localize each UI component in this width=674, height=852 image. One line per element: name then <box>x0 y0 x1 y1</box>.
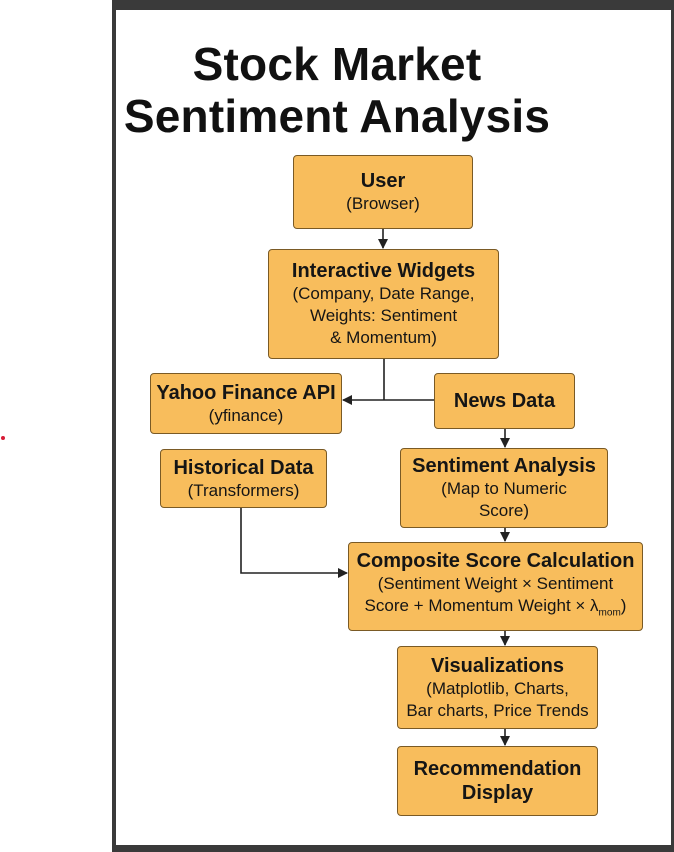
node-composite-subscript: mom <box>598 607 621 619</box>
node-widgets-line-1: (Company, Date Range, <box>292 284 475 303</box>
node-viz-line-1: (Matplotlib, Charts, <box>426 678 569 698</box>
node-composite-title: Composite Score Calculation <box>356 549 635 572</box>
node-news-data: News Data <box>434 373 575 429</box>
node-widgets-line-2: Weights: Sentiment <box>309 306 458 325</box>
node-viz-line-2: Bar charts, Price Trends <box>406 700 589 720</box>
node-visualizations: Visualizations (Matplotlib, Charts, Bar … <box>397 646 598 729</box>
node-composite-line-2: Score + Momentum Weight × λmom) <box>365 595 627 624</box>
node-widgets-line-3: & Momentum) <box>330 328 437 347</box>
node-historical-title: Historical Data <box>173 456 314 479</box>
node-historical-subtitle: (Transformers) <box>187 480 300 500</box>
node-yahoo-subtitle: (yfinance) <box>208 405 284 425</box>
edge-historical-composite <box>240 508 348 578</box>
node-composite-line-1: (Sentiment Weight × Sentiment <box>377 573 614 593</box>
node-composite-score: Composite Score Calculation (Sentiment W… <box>348 542 643 631</box>
title-line-1: Stock Market <box>192 38 482 90</box>
node-viz-title: Visualizations <box>430 654 564 677</box>
title-line-2: Sentiment Analysis <box>123 90 551 142</box>
node-recommendation-display: Recommendation Display <box>397 746 598 816</box>
diagram-title: Stock Market Sentiment Analysis <box>0 38 674 142</box>
node-composite-formula: Score + Momentum Weight × λ <box>364 595 599 615</box>
node-interactive-widgets: Interactive Widgets (Company, Date Range… <box>268 249 499 359</box>
node-user: User (Browser) <box>293 155 473 229</box>
node-composite-close-paren: ) <box>620 595 627 615</box>
node-yahoo-title: Yahoo Finance API <box>156 381 336 404</box>
node-historical-data: Historical Data (Transformers) <box>160 449 327 508</box>
node-user-subtitle: (Browser) <box>346 194 420 213</box>
node-news-title: News Data <box>453 390 556 412</box>
node-widgets-title: Interactive Widgets <box>291 260 476 282</box>
node-sentiment-line-1: (Map to Numeric <box>441 479 567 498</box>
node-reco-title: Recommendation Display <box>413 758 582 804</box>
node-sentiment-line-2: Score) <box>478 501 530 520</box>
node-yahoo-finance-api: Yahoo Finance API (yfinance) <box>150 373 342 434</box>
node-sentiment-analysis: Sentiment Analysis (Map to Numeric Score… <box>400 448 608 528</box>
node-user-title: User <box>360 170 406 192</box>
red-dot-marker <box>1 436 5 440</box>
node-sentiment-title: Sentiment Analysis <box>412 455 596 477</box>
